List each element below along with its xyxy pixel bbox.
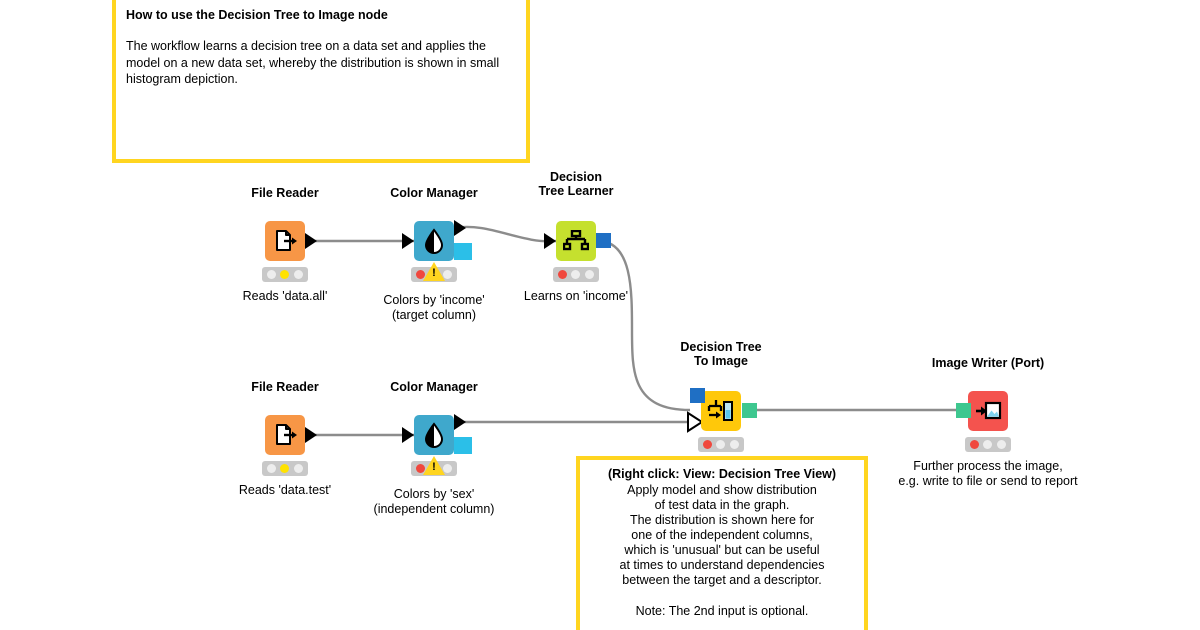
- droplet-glyph: [424, 228, 444, 254]
- decision-tree-to-image-icon[interactable]: [701, 391, 741, 431]
- warning-icon: [423, 456, 445, 475]
- output-port-data[interactable]: [454, 414, 466, 430]
- annotation-dt-image-body: Apply model and show distribution of tes…: [619, 482, 825, 618]
- status-lamp-red: [267, 464, 277, 473]
- status-lamp-red: [703, 440, 713, 449]
- decision-tree-to-image-glyph: [707, 400, 733, 421]
- status-lamp-yellow: [716, 440, 726, 449]
- status-lamp-green: [442, 464, 452, 473]
- node-description: Colors by 'sex' (independent column): [373, 487, 495, 516]
- file-reader-icon[interactable]: [265, 415, 305, 455]
- output-port-image[interactable]: [742, 403, 757, 418]
- status-lamp-green: [442, 270, 452, 279]
- status-lamp-red: [416, 270, 426, 279]
- annotation-decision-tree-to-image[interactable]: (Right click: View: Decision Tree View) …: [576, 456, 868, 630]
- node-status-bar: [965, 437, 1011, 452]
- optional-input-port-outline: [687, 411, 704, 433]
- status-lamp-red: [970, 440, 980, 449]
- node-description: Reads 'data.test': [238, 483, 332, 497]
- status-lamp-yellow: [983, 440, 993, 449]
- status-lamp-green: [729, 440, 739, 449]
- node-description: Further process the image, e.g. write to…: [898, 459, 1078, 488]
- annotation-dt-image-title: (Right click: View: Decision Tree View): [607, 467, 837, 481]
- node-description: Learns on 'income': [523, 289, 629, 303]
- node-status-bar: [262, 267, 308, 282]
- node-status-bar: [262, 461, 308, 476]
- annotation-intro-body: The workflow learns a decision tree on a…: [126, 38, 500, 87]
- status-lamp-green: [293, 464, 303, 473]
- node-status-bar: [698, 437, 744, 452]
- output-port-model[interactable]: [596, 233, 611, 248]
- droplet-glyph: [424, 422, 444, 448]
- status-lamp-green: [293, 270, 303, 279]
- node-description: Colors by 'income' (target column): [383, 293, 485, 322]
- node-description: Reads 'data.all': [242, 289, 328, 303]
- output-port-data[interactable]: [454, 220, 466, 236]
- node-title: File Reader: [251, 380, 319, 395]
- node-title: Image Writer (Port): [931, 356, 1045, 371]
- color-output-tab-port[interactable]: [454, 243, 472, 260]
- status-lamp-red: [267, 270, 277, 279]
- input-port-model[interactable]: [690, 388, 705, 403]
- node-status-bar: [553, 267, 599, 282]
- node-title: Decision Tree To Image: [680, 339, 762, 369]
- output-port-data[interactable]: [305, 233, 317, 249]
- status-lamp-yellow: [571, 270, 581, 279]
- input-port-data[interactable]: [544, 233, 556, 249]
- color-manager-droplet-icon[interactable]: [414, 221, 454, 261]
- file-reader-glyph: [276, 424, 297, 445]
- file-reader-glyph: [276, 230, 297, 251]
- input-port-data[interactable]: [402, 427, 414, 443]
- decision-tree-glyph: [563, 230, 589, 251]
- status-lamp-red: [416, 464, 426, 473]
- image-writer-glyph: [976, 401, 1002, 420]
- warning-exclamation: !: [432, 267, 436, 279]
- input-port-image[interactable]: [956, 403, 971, 418]
- node-title: File Reader: [251, 186, 319, 201]
- status-lamp-red: [558, 270, 568, 279]
- color-manager-droplet-icon[interactable]: [414, 415, 454, 455]
- status-lamp-green: [584, 270, 594, 279]
- annotation-intro[interactable]: How to use the Decision Tree to Image no…: [112, 0, 530, 163]
- status-lamp-green: [996, 440, 1006, 449]
- decision-tree-icon[interactable]: [556, 221, 596, 261]
- status-lamp-yellow: [280, 270, 290, 279]
- warning-exclamation: !: [432, 461, 436, 473]
- node-title: Decision Tree Learner: [538, 169, 614, 199]
- color-output-tab-port[interactable]: [454, 437, 472, 454]
- image-writer-icon[interactable]: [968, 391, 1008, 431]
- edge-colormanager-to-dtlearner: [453, 225, 557, 243]
- status-lamp-yellow: [280, 464, 290, 473]
- output-port-data[interactable]: [305, 427, 317, 443]
- input-port-data[interactable]: [402, 233, 414, 249]
- file-reader-icon[interactable]: [265, 221, 305, 261]
- edge-dtlearner-to-dttoimage: [597, 239, 691, 412]
- annotation-intro-title: How to use the Decision Tree to Image no…: [126, 8, 388, 22]
- node-title: Color Manager: [390, 186, 478, 201]
- warning-icon: [423, 262, 445, 281]
- node-title: Color Manager: [390, 380, 478, 395]
